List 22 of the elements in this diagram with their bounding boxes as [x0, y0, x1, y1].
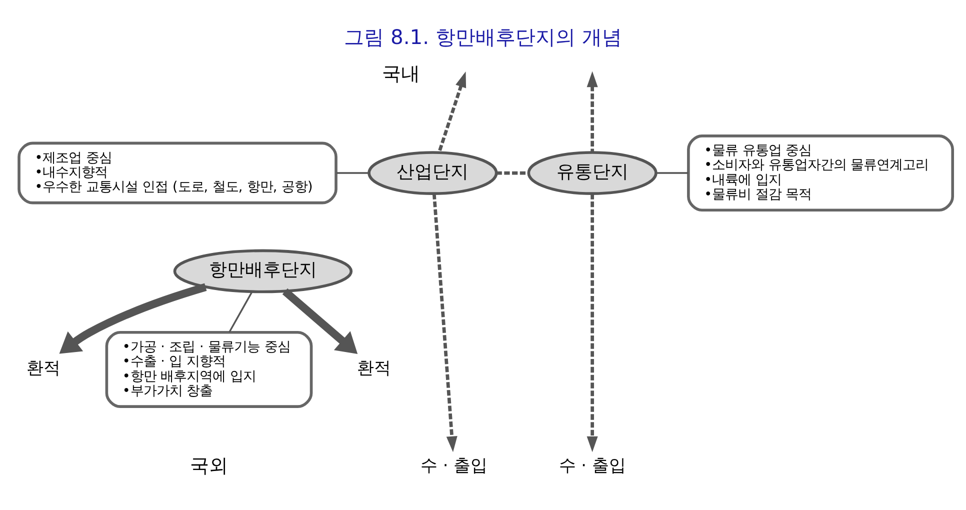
label: 국외 [190, 453, 228, 476]
connector [228, 290, 253, 332]
arrow [432, 193, 458, 452]
node-text: 수 · 출입 [420, 454, 488, 475]
node-box: •물류 유통업 중심 •소비자와 유통업자간의 물류연계고리 •내륙에 입지 •물류비 절감 목적 [687, 134, 954, 211]
node-box: •가공 · 조립 · 물류기능 중심 •수출 · 입 지향적 •항만 배후지역에 입지 •부가가치 창출 [105, 330, 313, 408]
node-text: 환적 [26, 356, 61, 377]
arrow [282, 288, 358, 354]
connector [496, 170, 529, 174]
arrow [586, 193, 598, 452]
diagram-title: 그림 8.1. 항만배후단지의 개념 [344, 24, 622, 49]
node-ellipse: 항만배후단지 [173, 248, 353, 293]
node-ellipse: 유통단지 [527, 150, 658, 194]
node-box: •제조업 중심 •내수지향적 •우수한 교통시설 인접 (도로, 철도, 항만, 공항) [18, 141, 338, 204]
arrow [586, 70, 598, 152]
node-ellipse: 산업단지 [368, 150, 498, 194]
arrow [59, 282, 207, 354]
node-text: 수 · 출입 [558, 454, 626, 475]
connector [336, 172, 369, 174]
connector [656, 172, 688, 174]
label: 국내 [382, 61, 420, 84]
node-text: 환적 [357, 356, 392, 377]
